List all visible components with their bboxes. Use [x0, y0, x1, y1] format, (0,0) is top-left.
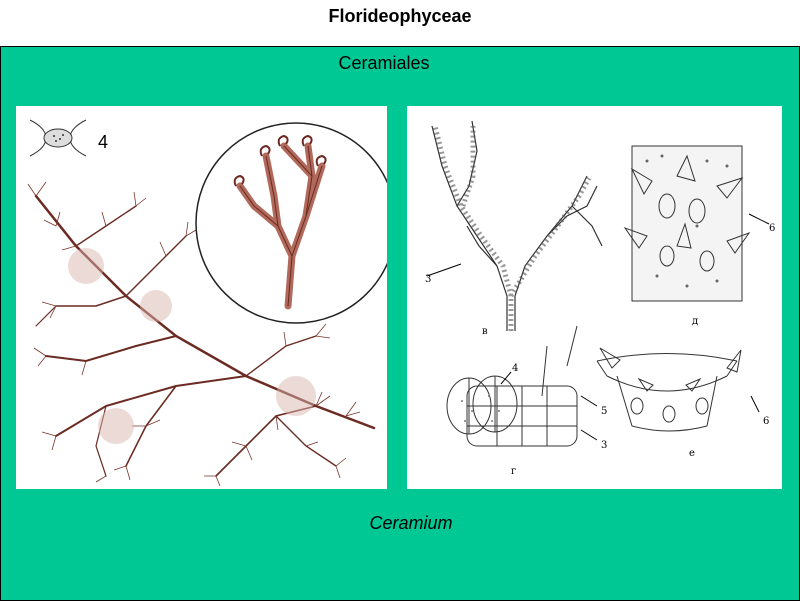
label-d: д	[692, 316, 698, 327]
cell-stipple	[461, 395, 500, 422]
page-title: Florideophyceae	[328, 6, 472, 26]
panel-d	[623, 145, 751, 302]
label-v: в	[482, 326, 488, 337]
label-g: г	[511, 466, 516, 477]
figure-label-4: 4	[98, 132, 108, 152]
callout-5: 5	[601, 406, 607, 417]
callout-3a: 3	[425, 274, 431, 285]
label-e: е	[689, 448, 695, 459]
micro-drawing: 3 в	[425, 120, 775, 477]
faint-fronds	[68, 248, 316, 444]
alga-drawing: 4	[27, 119, 397, 487]
microscopy-drawings: 3 в	[407, 106, 782, 489]
arrow-4	[500, 371, 512, 385]
arrow-3b	[580, 429, 598, 441]
branchlets	[27, 181, 361, 487]
panel-v	[431, 120, 603, 331]
callout-4: 4	[512, 363, 518, 374]
panel-g	[446, 325, 578, 447]
callout-3b: 3	[601, 440, 607, 451]
filament-segments	[432, 125, 592, 331]
arrow-5	[580, 395, 598, 407]
magnified-detail	[195, 122, 397, 324]
panel-e	[596, 347, 742, 432]
callout-6a: 6	[769, 223, 775, 234]
arrow-6a	[748, 213, 770, 225]
habit-illustration: 4	[16, 106, 397, 489]
slide-panel: Ceramiales 4	[0, 46, 800, 601]
callout-6b: 6	[763, 416, 769, 427]
cell-icon	[29, 119, 87, 157]
arrow-3a	[426, 263, 462, 277]
species-name: Ceramium	[369, 513, 453, 533]
section-title: Ceramiales	[338, 53, 430, 73]
arrow-6b	[750, 395, 760, 413]
